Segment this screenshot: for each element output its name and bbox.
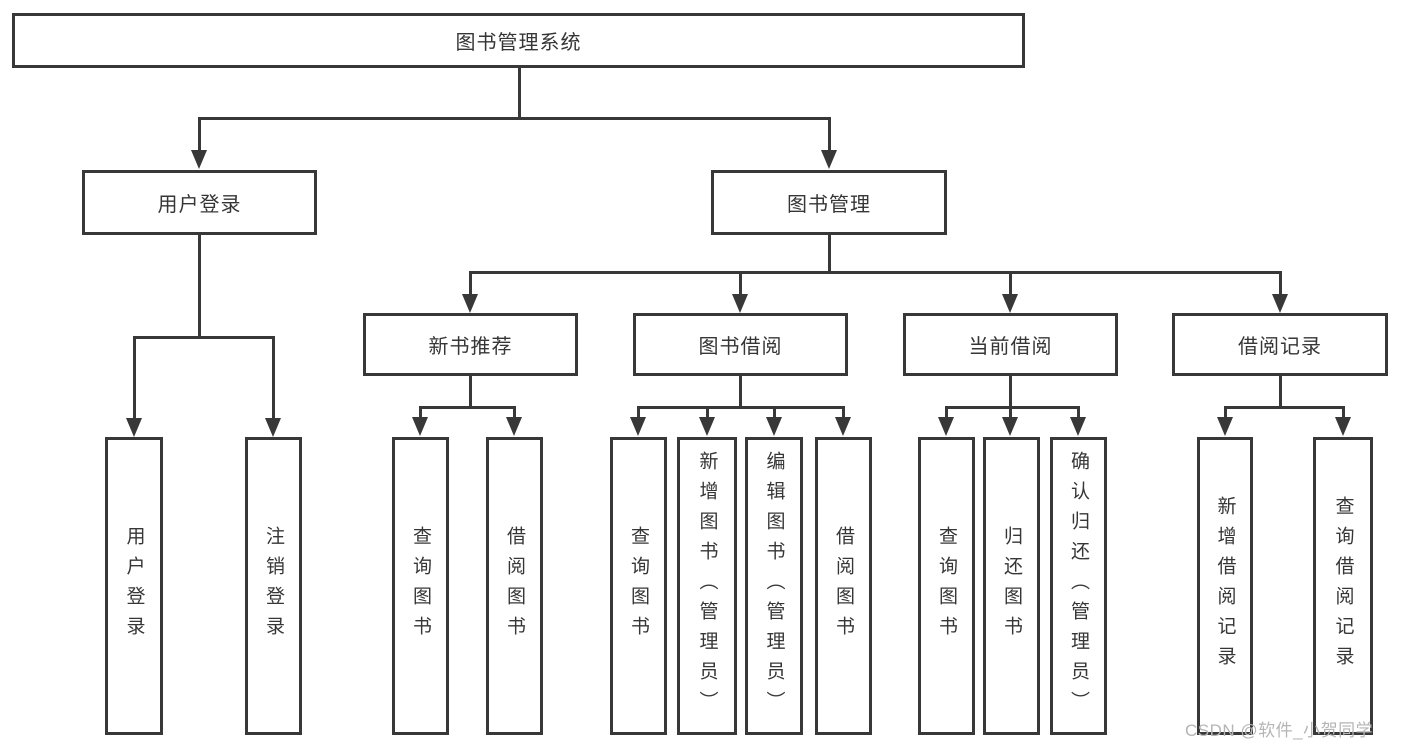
leaf-label: 查询图书	[410, 526, 431, 646]
arrow-to-user-login	[191, 150, 207, 169]
node-new-book-recommend: 新书推荐	[363, 313, 578, 376]
node-book-borrow-label: 图书借阅	[698, 336, 783, 358]
connector-stem-g2	[739, 271, 742, 295]
connector-g2-down	[739, 375, 742, 409]
connector-stem-user-login	[198, 117, 201, 152]
connector-group0-stem2	[272, 336, 275, 419]
arrow-g3-leaf3	[1070, 417, 1086, 436]
connector-level2-branch	[198, 117, 831, 120]
leaf-label: 查询借阅记录	[1332, 496, 1354, 676]
node-user-login-label: 用户登录	[157, 194, 242, 216]
arrow-to-book-borrow	[732, 294, 748, 313]
leaf-confirm-return-admin: 确认归还（管理员）	[1050, 437, 1107, 735]
connector-g2-leafstem4	[842, 406, 845, 419]
connector-g4-leafstem2	[1342, 406, 1345, 419]
leaf-query-books-borrow: 查询图书	[610, 437, 667, 735]
node-new-book-recommend-label: 新书推荐	[428, 336, 513, 358]
leaf-query-books-current: 查询图书	[918, 437, 975, 735]
node-current-borrow: 当前借阅	[903, 313, 1118, 376]
arrow-g1-leaf1	[412, 417, 428, 436]
connector-user-login-down	[198, 235, 201, 339]
connector-stem-g4	[1279, 271, 1282, 295]
connector-g1-down	[469, 375, 472, 409]
arrow-to-leaf-login	[126, 418, 142, 437]
connector-stem-g3	[1009, 271, 1012, 295]
connector-g1-branch	[419, 406, 516, 409]
leaf-label: 归还图书	[1001, 526, 1022, 646]
connector-g3-leafstem3	[1077, 406, 1080, 419]
connector-g4-branch	[1224, 406, 1345, 409]
connector-g3-down	[1009, 375, 1012, 409]
connector-g2-branch	[637, 406, 845, 409]
node-root-label: 图书管理系统	[455, 32, 582, 54]
arrow-to-leaf-logout	[265, 418, 281, 437]
connector-g4-down	[1279, 375, 1282, 409]
connector-level3-branch	[469, 271, 1282, 274]
connector-g3-branch	[945, 406, 1080, 409]
leaf-label: 新增图书（管理员）	[696, 451, 718, 721]
arrow-g3-leaf1	[938, 417, 954, 436]
leaf-logout-label: 注销登录	[263, 526, 284, 646]
connector-g3-leafstem2	[1009, 406, 1012, 419]
node-root: 图书管理系统	[12, 13, 1025, 68]
connector-g1-leafstem1	[419, 406, 422, 419]
connector-group0-branch	[133, 336, 275, 339]
leaf-label: 新增借阅记录	[1214, 496, 1236, 676]
leaf-borrow-books: 借阅图书	[815, 437, 872, 735]
csdn-watermark: CSDN @软件_小贺同学	[1185, 721, 1374, 740]
leaf-user-login-label: 用户登录	[123, 526, 145, 646]
arrow-to-book-mgmt	[821, 150, 837, 169]
leaf-label: 编辑图书（管理员）	[763, 451, 785, 721]
leaf-label: 借阅图书	[504, 526, 525, 646]
connector-g1-leafstem2	[513, 406, 516, 419]
connector-stem-book-mgmt	[828, 117, 831, 152]
connector-g2-leafstem1	[637, 406, 640, 419]
arrow-g3-leaf2	[1002, 417, 1018, 436]
node-borrow-records-label: 借阅记录	[1238, 336, 1322, 358]
leaf-add-books-admin: 新增图书（管理员）	[677, 437, 737, 735]
arrow-g2-leaf4	[835, 417, 851, 436]
arrow-g4-leaf1	[1217, 417, 1233, 436]
connector-g3-leafstem1	[945, 406, 948, 419]
node-current-borrow-label: 当前借阅	[968, 336, 1053, 358]
leaf-return-books: 归还图书	[983, 437, 1040, 735]
leaf-add-borrow-record: 新增借阅记录	[1197, 437, 1253, 735]
connector-g2-leafstem3	[773, 406, 776, 419]
connector-book-mgmt-down	[828, 235, 831, 274]
connector-stem-g1	[469, 271, 472, 295]
arrow-g2-leaf2	[699, 417, 715, 436]
arrow-g2-leaf3	[766, 417, 782, 436]
arrow-g1-leaf2	[506, 417, 522, 436]
leaf-query-books-recommend: 查询图书	[392, 437, 449, 735]
connector-group0-stem1	[133, 336, 136, 419]
leaf-logout: 注销登录	[245, 437, 302, 735]
leaf-label: 确认归还（管理员）	[1068, 451, 1089, 721]
arrow-g2-leaf1	[630, 417, 646, 436]
node-user-login: 用户登录	[82, 170, 317, 235]
leaf-user-login: 用户登录	[105, 437, 163, 735]
arrow-to-current-borrow	[1002, 294, 1018, 313]
leaf-label: 借阅图书	[833, 526, 854, 646]
connector-g4-leafstem1	[1224, 406, 1227, 419]
connector-trunk	[518, 68, 521, 118]
leaf-edit-books-admin: 编辑图书（管理员）	[745, 437, 803, 735]
arrow-to-borrow-records	[1272, 294, 1288, 313]
arrow-to-new-book	[462, 294, 478, 313]
connector-g2-leafstem2	[706, 406, 709, 419]
leaf-label: 查询图书	[936, 526, 957, 646]
leaf-query-borrow-record: 查询借阅记录	[1313, 437, 1373, 735]
node-book-management: 图书管理	[711, 170, 947, 235]
node-borrow-records: 借阅记录	[1172, 313, 1388, 376]
leaf-label: 查询图书	[628, 526, 649, 646]
leaf-borrow-books-recommend: 借阅图书	[486, 437, 543, 735]
node-book-management-label: 图书管理	[787, 194, 871, 216]
node-book-borrow: 图书借阅	[633, 313, 848, 376]
arrow-g4-leaf2	[1335, 417, 1351, 436]
